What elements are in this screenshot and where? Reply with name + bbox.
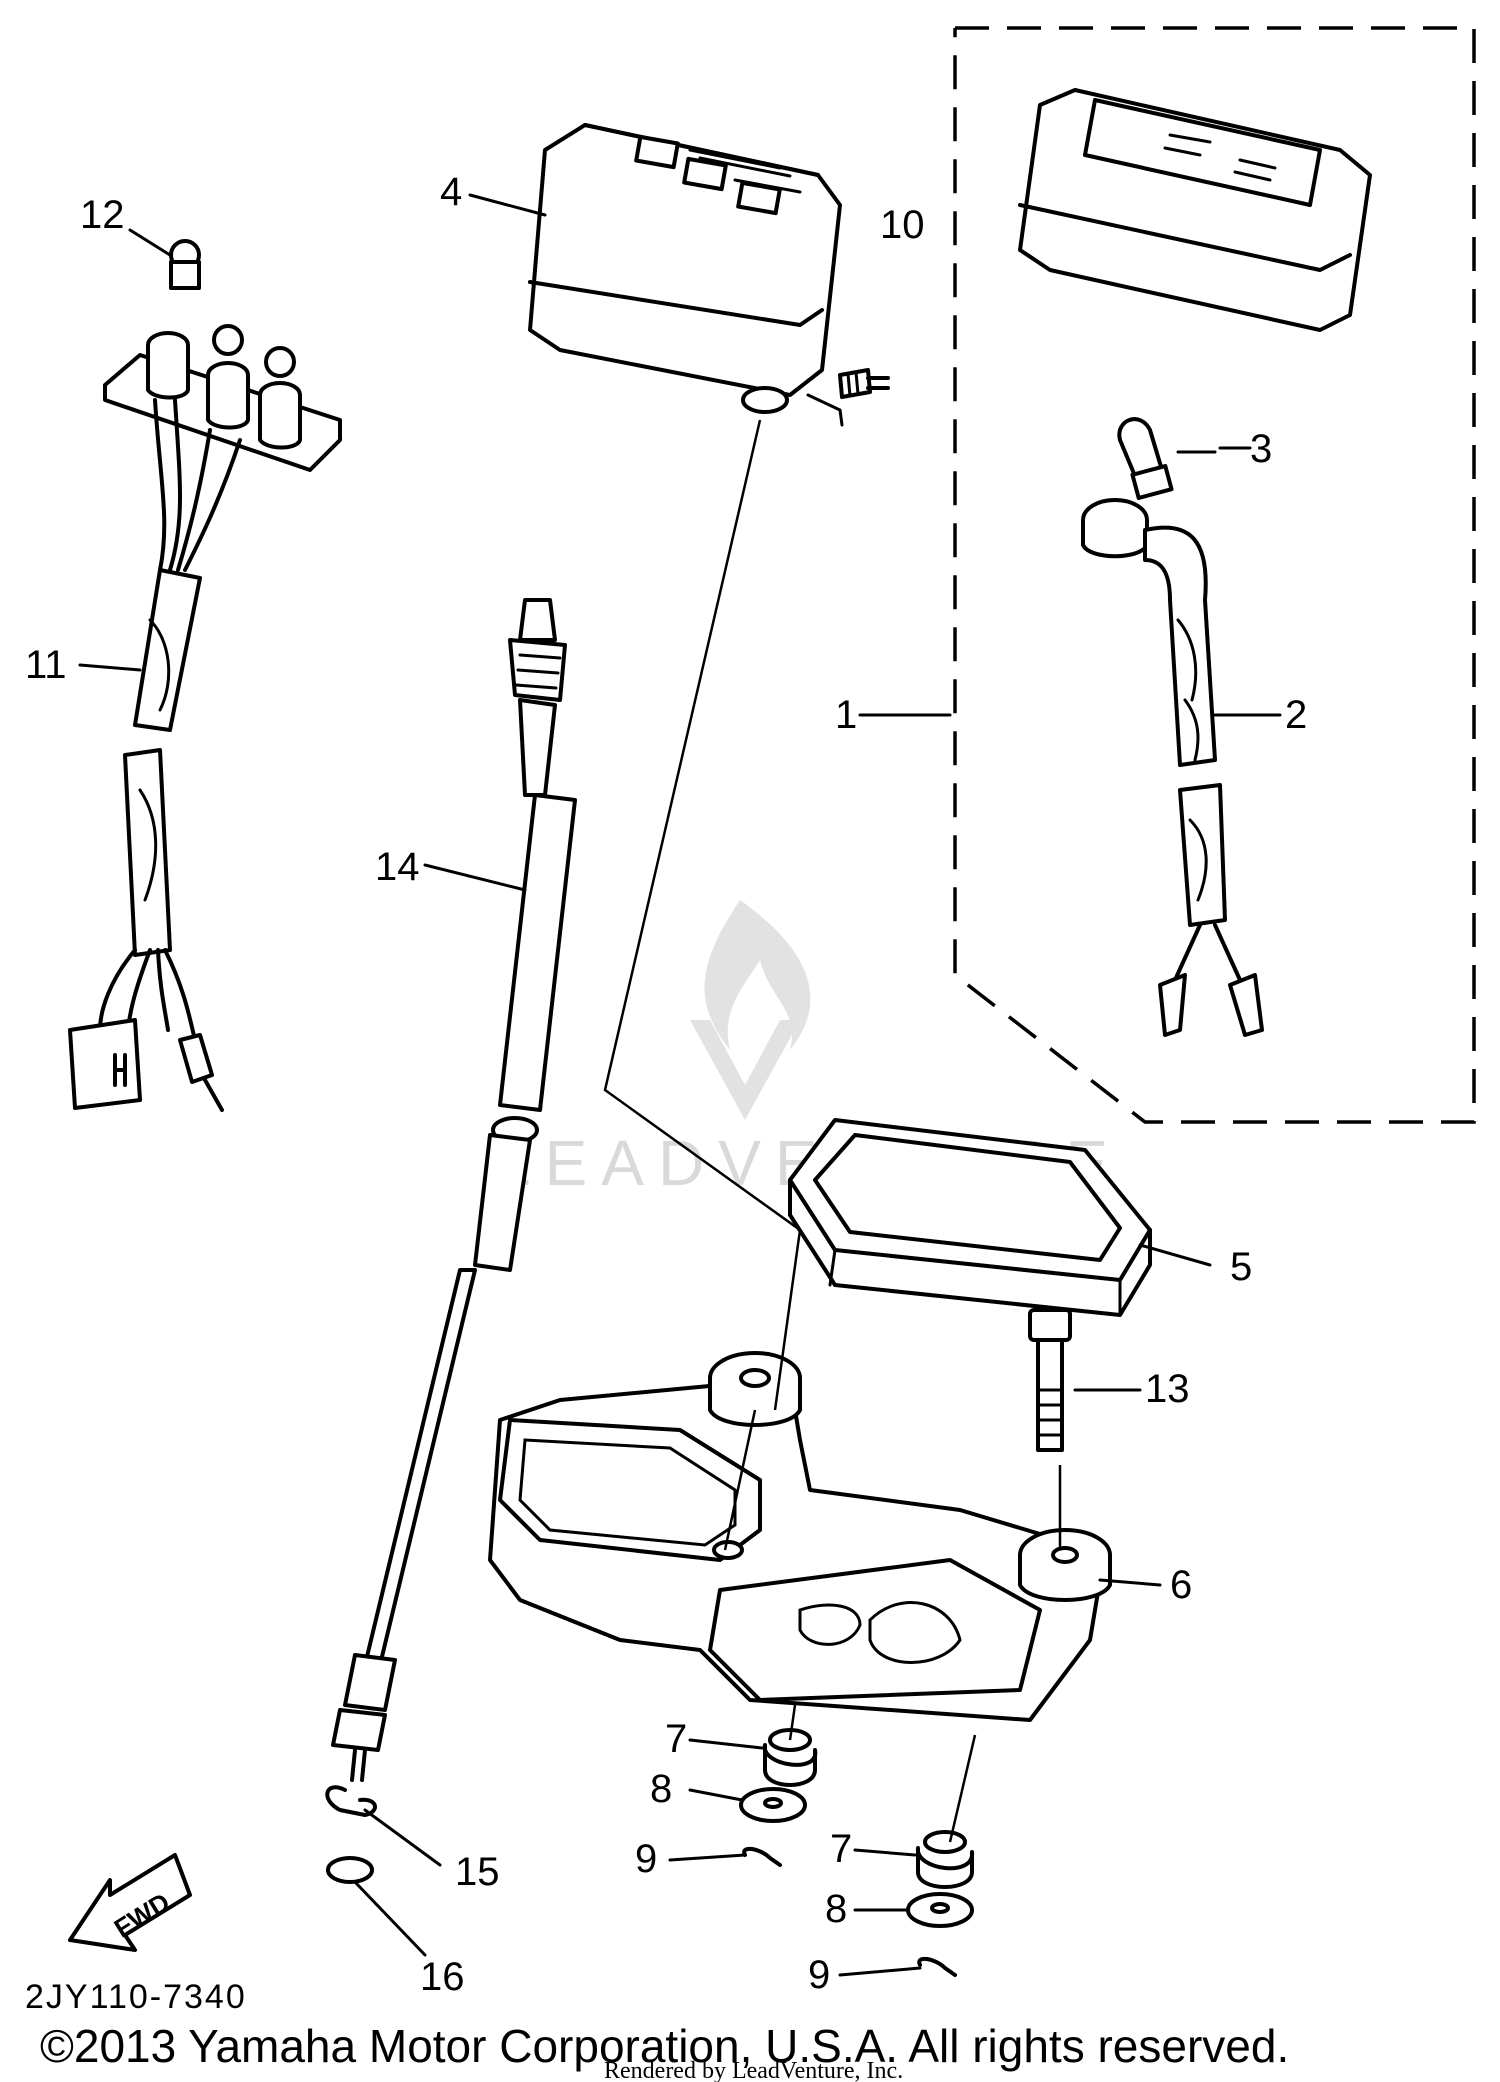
part-13-bolt — [1028, 1308, 1072, 1452]
callout-11: 11 — [25, 643, 67, 687]
callout-9a: 9 — [635, 1837, 657, 1881]
callout-6: 6 — [1170, 1563, 1192, 1607]
copyright-notice: ©2013 Yamaha Motor Corporation, U.S.A. A… — [40, 2020, 1289, 2072]
callout-14: 14 — [375, 845, 420, 889]
callout-3: 3 — [1250, 427, 1272, 471]
callout-5: 5 — [1230, 1245, 1252, 1289]
fwd-arrow: FWD — [68, 1853, 192, 1952]
leader-lines — [78, 193, 1282, 1977]
part-15-clip — [325, 1785, 377, 1817]
callout-9b: 9 — [808, 1953, 830, 1997]
part-5-gasket — [788, 1118, 1152, 1317]
callout-8b: 8 — [825, 1887, 847, 1931]
callout-7b: 7 — [830, 1827, 852, 1871]
callouts: 4 12 10 3 11 1 2 14 5 13 6 7 8 9 7 8 9 1… — [25, 170, 1307, 1999]
part-11-wire-harness — [68, 324, 342, 1112]
part-2-socket-cord — [1081, 498, 1264, 1037]
callout-15: 15 — [455, 1850, 500, 1894]
part-1-meter-assembly-housing — [1018, 88, 1372, 332]
assembly-boundary — [953, 26, 1476, 1124]
part-9-clip-a — [742, 1846, 782, 1867]
callout-16: 16 — [420, 1955, 465, 1999]
callout-12: 12 — [80, 193, 125, 237]
callout-7a: 7 — [665, 1717, 687, 1761]
callout-2: 2 — [1285, 693, 1307, 737]
part-10-screw — [806, 368, 890, 427]
assembly-chain-lines — [603, 419, 1062, 1843]
rendered-by: Rendered by LeadVenture, Inc. — [604, 2058, 903, 2082]
part-16-washer — [326, 1856, 374, 1884]
part-8-washer-b — [906, 1892, 974, 1928]
part-7-grommet-b — [916, 1830, 974, 1889]
callout-10: 10 — [880, 203, 925, 247]
part-12-bulb — [169, 239, 201, 290]
part-6-bracket — [488, 1351, 1112, 1722]
callout-13: 13 — [1145, 1367, 1190, 1411]
callout-4: 4 — [440, 170, 462, 214]
callout-8a: 8 — [650, 1767, 672, 1811]
part-8-washer-a — [739, 1787, 807, 1823]
part-4-meter-housing — [528, 123, 842, 414]
part-3-bulb — [1117, 417, 1217, 500]
part-code: 2JY110-7340 — [25, 1978, 247, 2016]
callout-1: 1 — [835, 693, 857, 737]
part-14-speedometer-cable — [331, 598, 577, 1782]
part-9-clip-b — [917, 1956, 957, 1977]
